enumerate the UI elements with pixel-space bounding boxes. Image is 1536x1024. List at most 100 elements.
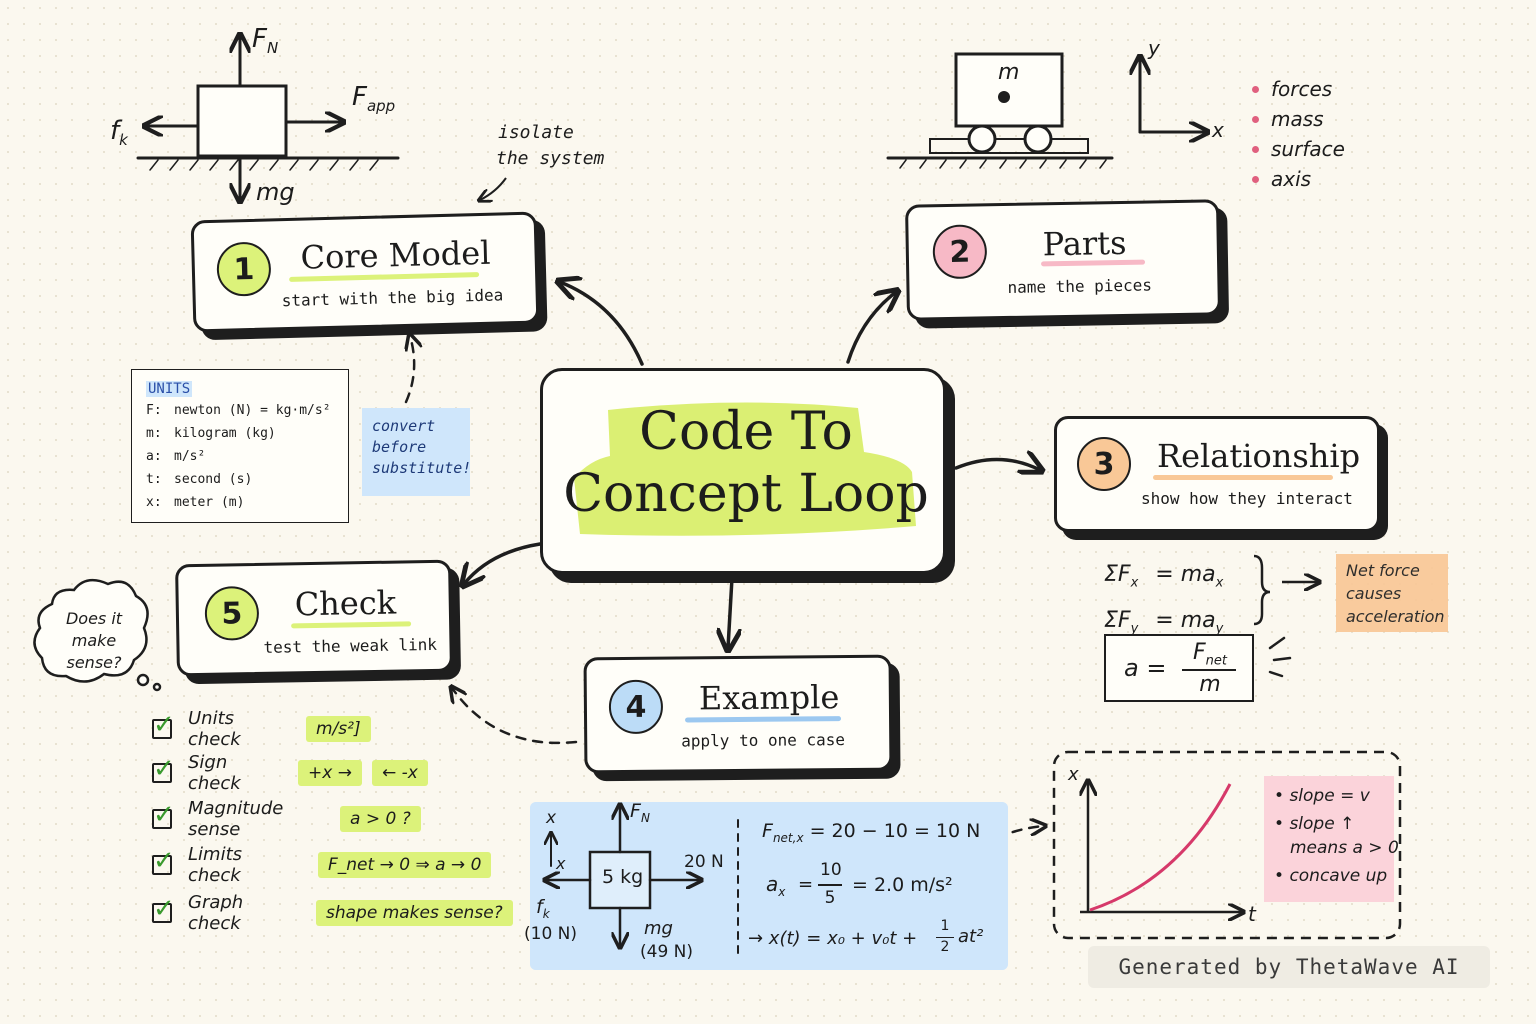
connector-arrows (464, 282, 1040, 648)
node-number-badge: 5 (204, 585, 260, 641)
thought-bubble: Does it make sense? (65, 609, 123, 672)
graph-notes: • slope = v • slope ↑ means a > 0 • conc… (1264, 776, 1399, 902)
example-axis-x2: x (556, 854, 566, 873)
brace (1253, 554, 1271, 626)
check-limits[interactable]: Limits check F_net → 0 ⇒ a → 0 (152, 844, 501, 886)
node-subtitle: show how they interact (1141, 489, 1353, 508)
check-units[interactable]: Units check m/s²] (152, 708, 381, 750)
node-card-relationship[interactable]: 3 Relationship show how they interact (1054, 416, 1380, 532)
cart-mass-label: m (998, 60, 1020, 85)
check-magnitude[interactable]: Magnitude sense a > 0 ? (152, 798, 431, 840)
cart-axis-y: y (1148, 36, 1160, 60)
formula-lhs: a = (1124, 654, 1167, 682)
units-box: UNITS F:newton (N) = kg·m/s² m:kilogram … (131, 369, 349, 523)
equation-x: ΣFx = max (1104, 562, 1224, 591)
example-friction-value: (10 N) (524, 924, 578, 944)
check-tag: m/s²] (306, 716, 371, 742)
checkbox-checked[interactable] (152, 894, 175, 924)
equation-y: ΣFy = may (1104, 608, 1224, 637)
equations-block: ΣFx = max ΣFy = may (1104, 556, 1223, 649)
units-row: t:second (s) (146, 472, 253, 487)
node-subtitle: apply to one case (681, 730, 846, 751)
node-subtitle: start with the big idea (281, 285, 504, 311)
check-sign[interactable]: Sign check +x → ← -x (152, 752, 438, 794)
fraction-bar (818, 884, 842, 886)
fbd-friction-label: fk (110, 116, 128, 150)
checkbox-checked[interactable] (152, 800, 175, 830)
checkbox-checked[interactable] (152, 846, 175, 876)
title-highlight (1153, 475, 1333, 480)
node-number-badge: 3 (1077, 437, 1131, 491)
check-tag: +x → (298, 760, 362, 786)
list-item: mass (1252, 104, 1345, 134)
list-item: axis (1252, 164, 1345, 194)
check-label: Magnitude sense (188, 798, 284, 840)
check-tag: shape makes sense? (316, 900, 513, 926)
check-label: Sign check (188, 752, 241, 794)
cart-axis-x: x (1212, 118, 1224, 142)
example-ax-result: = 2.0 m/s² (852, 874, 953, 896)
list-item: forces (1252, 74, 1345, 104)
node-number-badge: 4 (608, 679, 664, 735)
page-title: Code To Concept Loop (563, 402, 929, 524)
check-tag: ← -x (371, 760, 428, 786)
example-ax-lhs: ax (766, 872, 786, 899)
title-highlight-blob (574, 402, 916, 536)
list-item: • slope = v (1274, 786, 1370, 806)
check-tag: F_net → 0 ⇒ a → 0 (318, 852, 492, 878)
units-row: m:kilogram (kg) (146, 426, 276, 441)
isolate-arrow (480, 177, 507, 200)
example-friction-label: fk (536, 896, 550, 921)
example-normal-label: FN (630, 800, 650, 825)
formula-denominator: m (1199, 672, 1221, 697)
node-card-core-model[interactable]: 1 Core Model start with the big idea (190, 211, 540, 333)
kin-denominator: 2 (940, 939, 950, 955)
example-applied-force: 20 N (684, 852, 724, 872)
example-kinematics: → x(t) = x₀ + v₀t + (748, 928, 918, 949)
node-card-example[interactable]: 4 Example apply to one case (583, 654, 893, 774)
units-row: x:meter (m) (146, 495, 245, 510)
checkbox-checked[interactable] (152, 710, 175, 740)
graph-x-label: t (1248, 902, 1256, 926)
check-label: Units check (188, 708, 241, 750)
fbd-applied-label: Fapp (352, 82, 396, 116)
cart-sketch (886, 52, 1206, 169)
check-graph[interactable]: Graph check shape makes sense? (152, 892, 523, 934)
graph-sketch (1052, 750, 1402, 940)
node-title: Parts (1042, 223, 1127, 264)
parts-list: forces mass surface axis (1252, 74, 1345, 194)
graph-y-label: x (1068, 764, 1079, 785)
net-force-note: Net force causes acceleration (1336, 554, 1448, 632)
example-ax-denominator: 5 (824, 888, 836, 908)
node-title: Core Model (300, 233, 491, 277)
units-table: F:newton (N) = kg·m/s² m:kilogram (kg) a… (146, 399, 334, 514)
units-heading: UNITS (146, 381, 193, 397)
kin-tail: at² (958, 926, 984, 947)
example-weight-label: mg (644, 918, 673, 939)
checkbox-checked[interactable] (152, 754, 175, 784)
example-weight-value: (49 N) (640, 942, 694, 962)
check-label: Limits check (188, 844, 242, 886)
example-mass: 5 kg (602, 866, 644, 888)
node-title: Example (698, 678, 840, 718)
example-fnet-equation: Fnet,x = 20 − 10 = 10 N (762, 820, 981, 845)
units-row: a:m/s² (146, 449, 206, 464)
list-item: • slope ↑ (1274, 814, 1355, 834)
units-row: F:newton (N) = kg·m/s² (146, 403, 331, 418)
list-item: means a > 0 (1290, 838, 1399, 858)
node-subtitle: test the weak link (263, 634, 438, 657)
node-title: Relationship (1157, 437, 1361, 475)
node-card-check[interactable]: 5 Check test the weak link (175, 559, 453, 677)
node-subtitle: name the pieces (1007, 275, 1153, 297)
node-card-parts[interactable]: 2 Parts name the pieces (905, 199, 1221, 321)
fbd-sketch (136, 36, 400, 200)
list-item: surface (1252, 134, 1345, 164)
example-ax-numerator: 10 (820, 860, 842, 880)
list-item: • concave up (1274, 866, 1388, 886)
formula-burst (1268, 636, 1292, 678)
watermark: Generated by ThetaWave AI (1088, 946, 1490, 988)
check-tag: a > 0 ? (340, 806, 421, 832)
center-title-card: Code To Concept Loop (540, 368, 946, 574)
isolate-note: isolate the system (496, 122, 605, 169)
node-number-badge: 1 (216, 241, 272, 297)
